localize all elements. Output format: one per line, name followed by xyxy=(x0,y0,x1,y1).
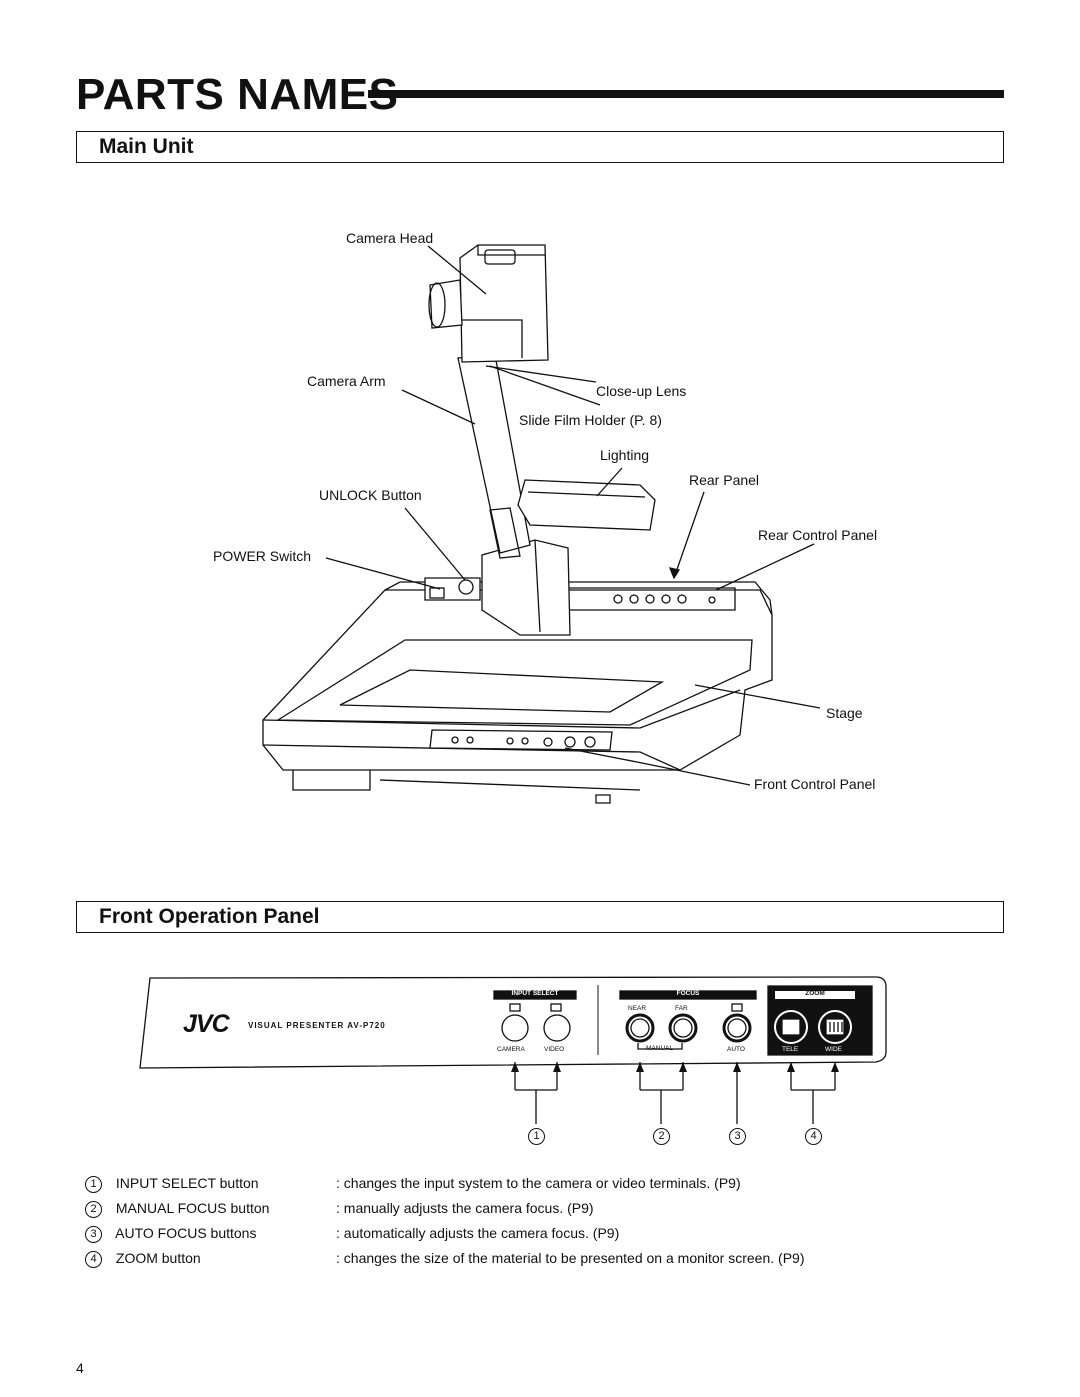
label-manual: MANUAL xyxy=(646,1045,674,1052)
legend-name: INPUT SELECT button xyxy=(115,1175,259,1191)
label-unlock-button: UNLOCK Button xyxy=(319,487,422,503)
label-front-control-panel: Front Control Panel xyxy=(754,776,876,792)
legend-number: 4 xyxy=(85,1250,102,1268)
group-label-input-select: INPUT SELECT xyxy=(511,990,559,997)
legend-number: 2 xyxy=(85,1200,102,1218)
front-panel-illustration xyxy=(139,976,887,1124)
page-number: 4 xyxy=(76,1360,84,1376)
label-camera-head: Camera Head xyxy=(346,230,434,246)
label-slide-film-holder: Slide Film Holder (P. 8) xyxy=(519,412,662,428)
label-wide-button: WIDE xyxy=(825,1046,842,1053)
title-rule xyxy=(368,90,1004,98)
legend-desc: : automatically adjusts the camera focus… xyxy=(336,1225,620,1241)
callout-3: 3 xyxy=(729,1128,756,1146)
legend-row: 3 AUTO FOCUS buttons xyxy=(85,1225,256,1243)
legend-desc: : manually adjusts the camera focus. (P9… xyxy=(336,1200,594,1216)
label-far-button: FAR xyxy=(675,1005,688,1012)
section-front-operation-panel: Front Operation Panel xyxy=(76,901,1004,933)
callout-2: 2 xyxy=(653,1128,680,1146)
legend-desc: : changes the input system to the camera… xyxy=(336,1175,741,1191)
page-title: PARTS NAMES xyxy=(76,70,399,119)
label-tele-button: TELE xyxy=(782,1046,799,1053)
callout-4: 4 xyxy=(805,1128,832,1146)
label-close-up-lens: Close-up Lens xyxy=(596,383,687,399)
legend-number: 3 xyxy=(85,1225,102,1243)
legend-number: 1 xyxy=(85,1175,102,1193)
label-video-button: VIDEO xyxy=(544,1046,565,1053)
label-lighting: Lighting xyxy=(600,447,650,463)
legend-row: 4 ZOOM button xyxy=(85,1250,201,1268)
model-text: VISUAL PRESENTER AV-P720 xyxy=(248,1021,386,1030)
label-camera-button: CAMERA xyxy=(497,1046,525,1053)
legend-name: ZOOM button xyxy=(115,1250,201,1266)
label-rear-control-panel: Rear Control Panel xyxy=(758,527,878,543)
legend-desc: : changes the size of the material to be… xyxy=(336,1250,805,1266)
label-camera-arm: Camera Arm xyxy=(307,373,386,389)
label-auto-button: AUTO xyxy=(727,1046,745,1053)
label-near-button: NEAR xyxy=(628,1005,647,1012)
legend-row: 1 INPUT SELECT button xyxy=(85,1175,259,1193)
label-rear-panel: Rear Panel xyxy=(689,472,760,488)
legend-name: AUTO FOCUS buttons xyxy=(115,1225,257,1241)
group-label-zoom: ZOOM xyxy=(805,990,825,997)
section-heading-main-unit: Main Unit xyxy=(99,135,194,158)
legend-row: 2 MANUAL FOCUS button xyxy=(85,1200,269,1218)
group-label-focus: FOCUS xyxy=(676,990,700,997)
callout-1: 1 xyxy=(528,1128,555,1146)
label-stage: Stage xyxy=(826,705,863,721)
legend-name: MANUAL FOCUS button xyxy=(115,1200,270,1216)
label-power-switch: POWER Switch xyxy=(213,548,312,564)
section-main-unit: Main Unit xyxy=(76,131,1004,163)
main-unit-illustration xyxy=(262,244,821,804)
jvc-logo: JVC xyxy=(183,1010,230,1038)
section-heading-front-operation-panel: Front Operation Panel xyxy=(99,905,320,928)
